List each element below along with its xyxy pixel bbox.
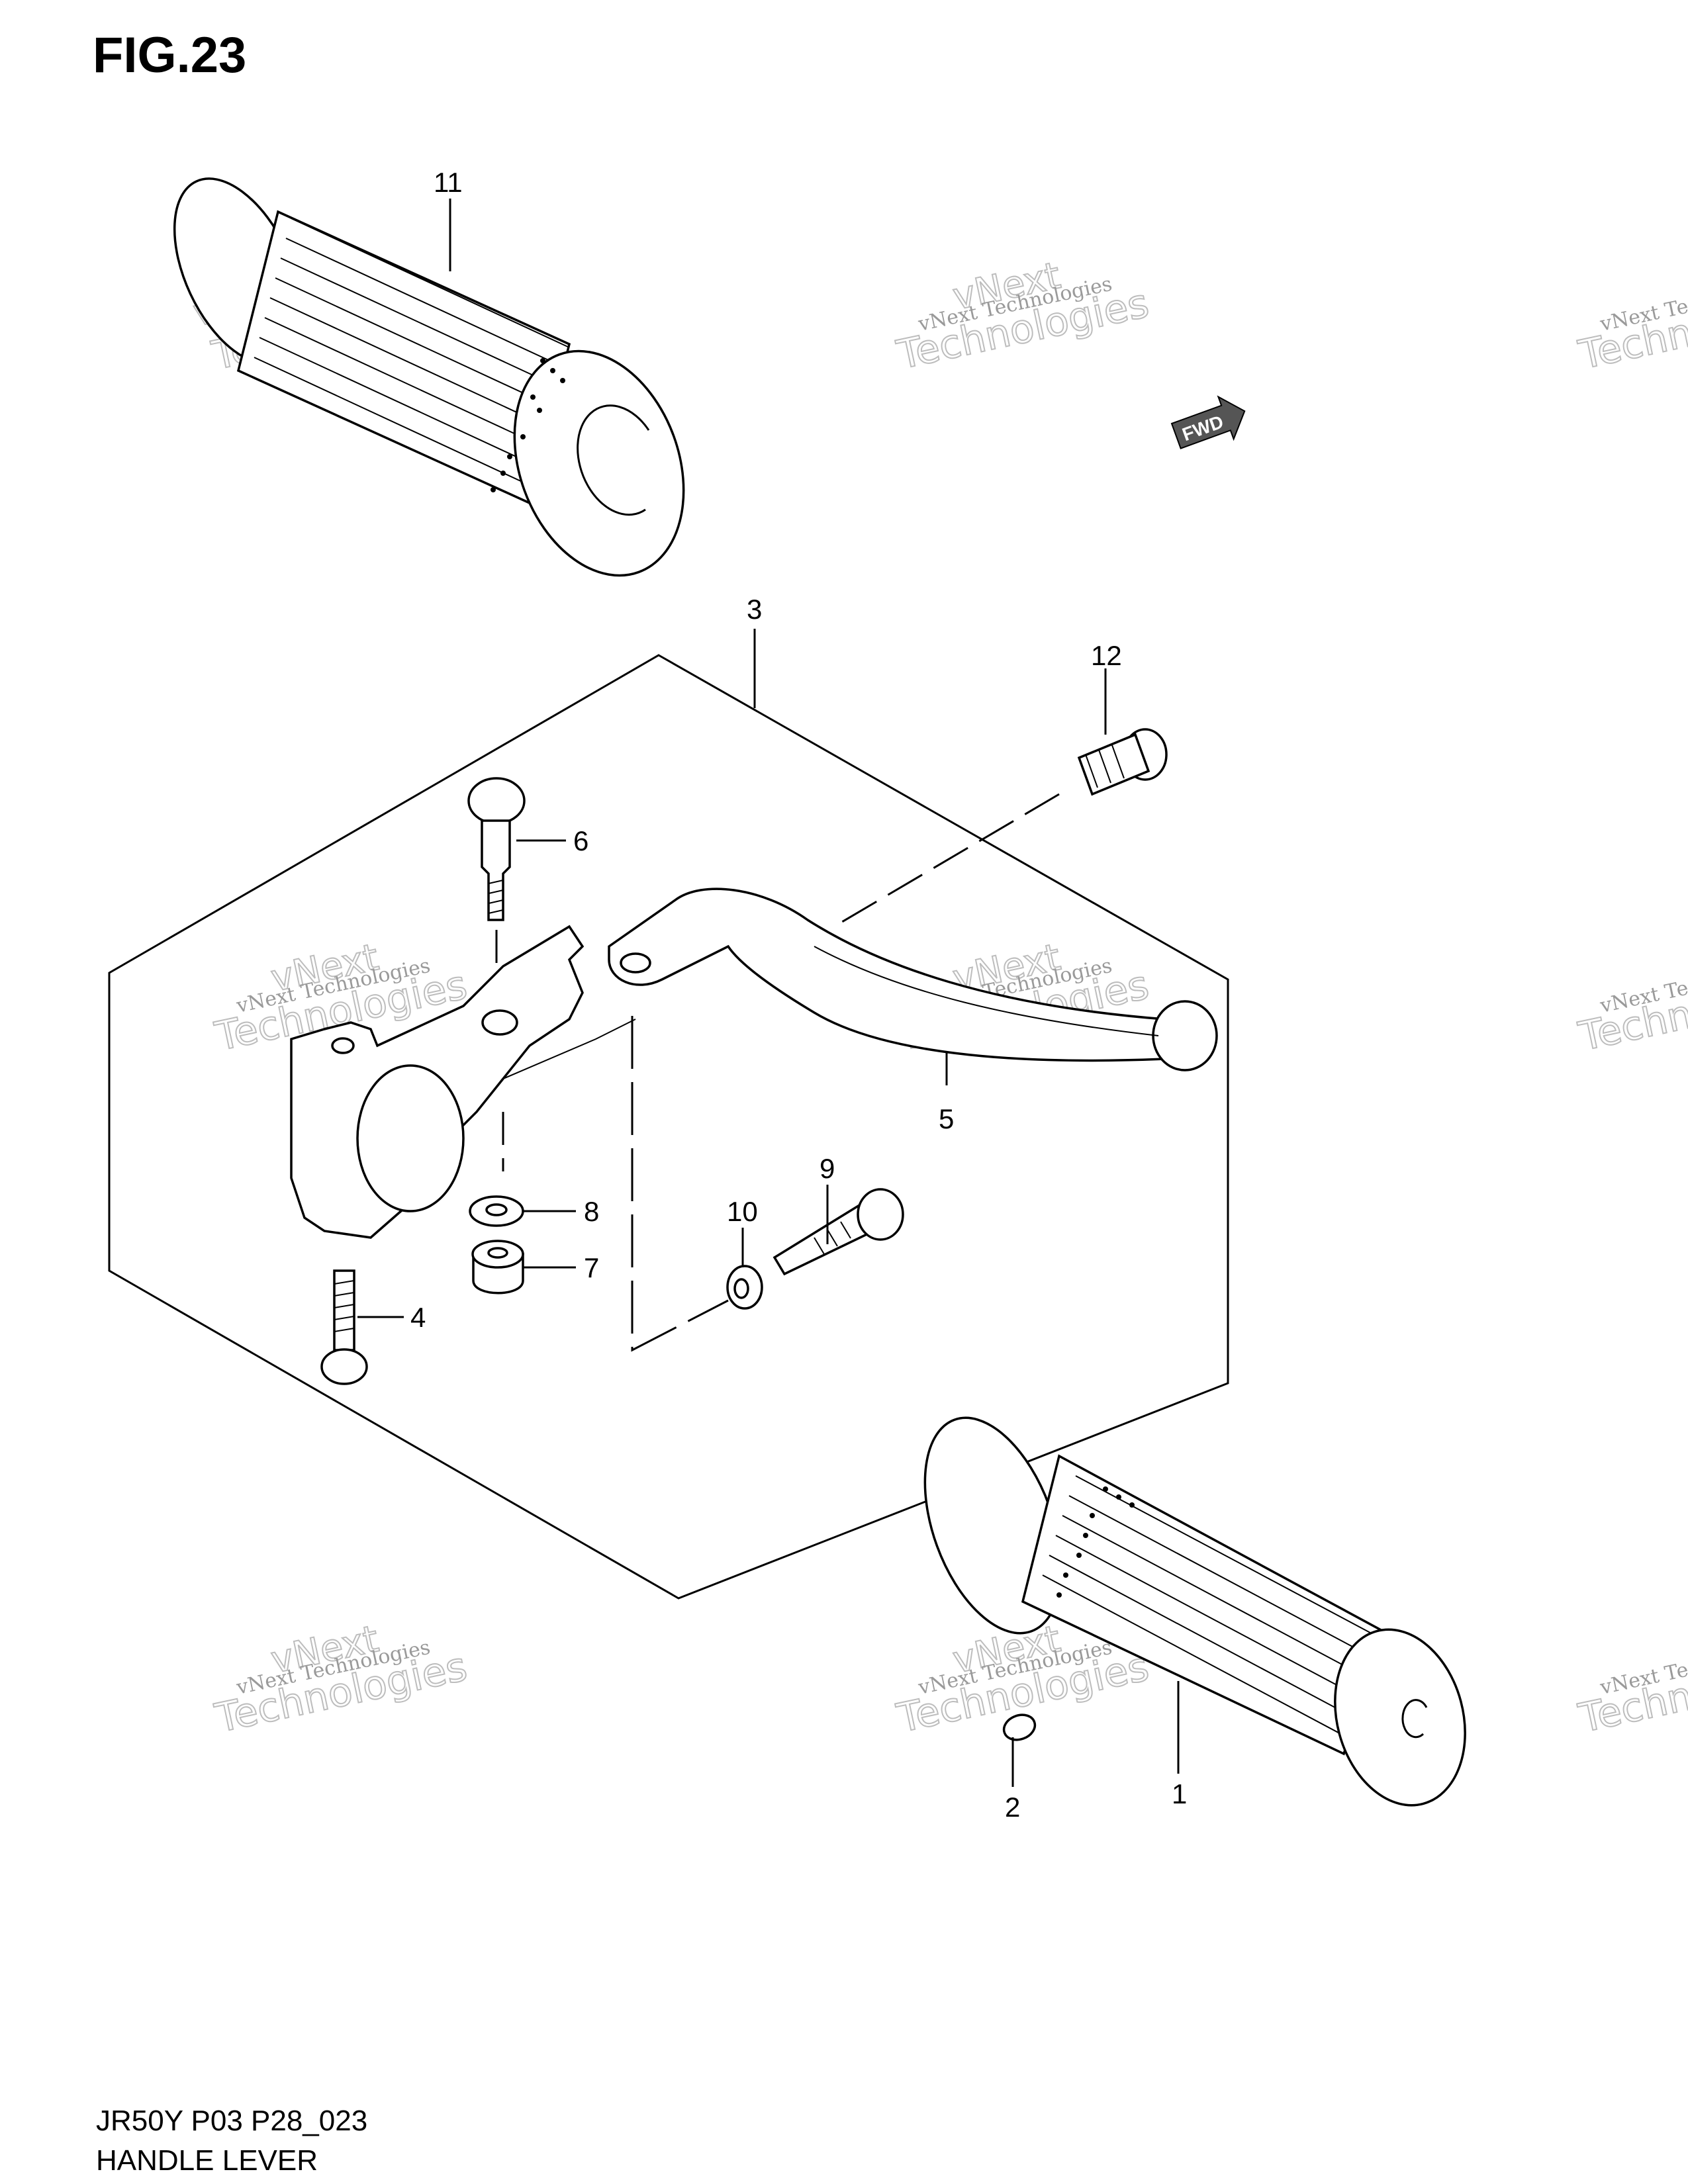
locknut-part-10: [726, 1265, 763, 1310]
screw-part-4: [320, 1269, 368, 1385]
bolt-axis-line: [833, 793, 1060, 928]
callout-8: 8: [584, 1196, 599, 1227]
lever-bracket: [290, 925, 636, 1239]
callout-10: 10: [727, 1196, 758, 1227]
grip-right-part-1: [923, 1416, 1466, 1807]
watermark-large: Technologies: [1575, 1643, 1688, 1742]
callout-9: 9: [820, 1153, 835, 1184]
callout-4: 4: [410, 1302, 426, 1333]
callout-7: 7: [584, 1252, 599, 1283]
nut-part-7: [471, 1240, 524, 1295]
callout-1: 1: [1172, 1778, 1187, 1809]
callout-5: 5: [939, 1103, 954, 1134]
callout-2: 2: [1005, 1792, 1020, 1823]
model-code: JR50Y P03 P28_023: [96, 2105, 368, 2137]
lever-part-5: [608, 887, 1218, 1071]
callout-labels: 11 3 12 6 5 9 10 8 7 4 2 1: [410, 167, 1187, 1823]
leader-lines: [357, 199, 1180, 1787]
watermark-large: Technologies: [1575, 280, 1688, 379]
assembly-outline-part-3: [108, 654, 1229, 1600]
bolt-part-12: [1077, 728, 1168, 796]
callout-3: 3: [747, 594, 762, 625]
pivot-bolt-part-6: [467, 777, 526, 921]
callout-11: 11: [434, 167, 463, 198]
washer-part-8: [469, 1195, 524, 1227]
callout-12: 12: [1091, 640, 1122, 671]
cap-part-2: [1002, 1713, 1037, 1741]
figure-title: FIG.23: [93, 27, 247, 83]
watermark-large: Technologies: [1575, 962, 1688, 1060]
callout-6: 6: [573, 825, 588, 856]
adjuster-screw-part-9: [773, 1188, 904, 1276]
adjuster-axis-line: [631, 1016, 729, 1352]
fwd-arrow-badge: FWD: [1170, 395, 1246, 449]
figure-name: HANDLE LEVER: [96, 2144, 318, 2177]
grip-left-part-11: [173, 177, 685, 577]
